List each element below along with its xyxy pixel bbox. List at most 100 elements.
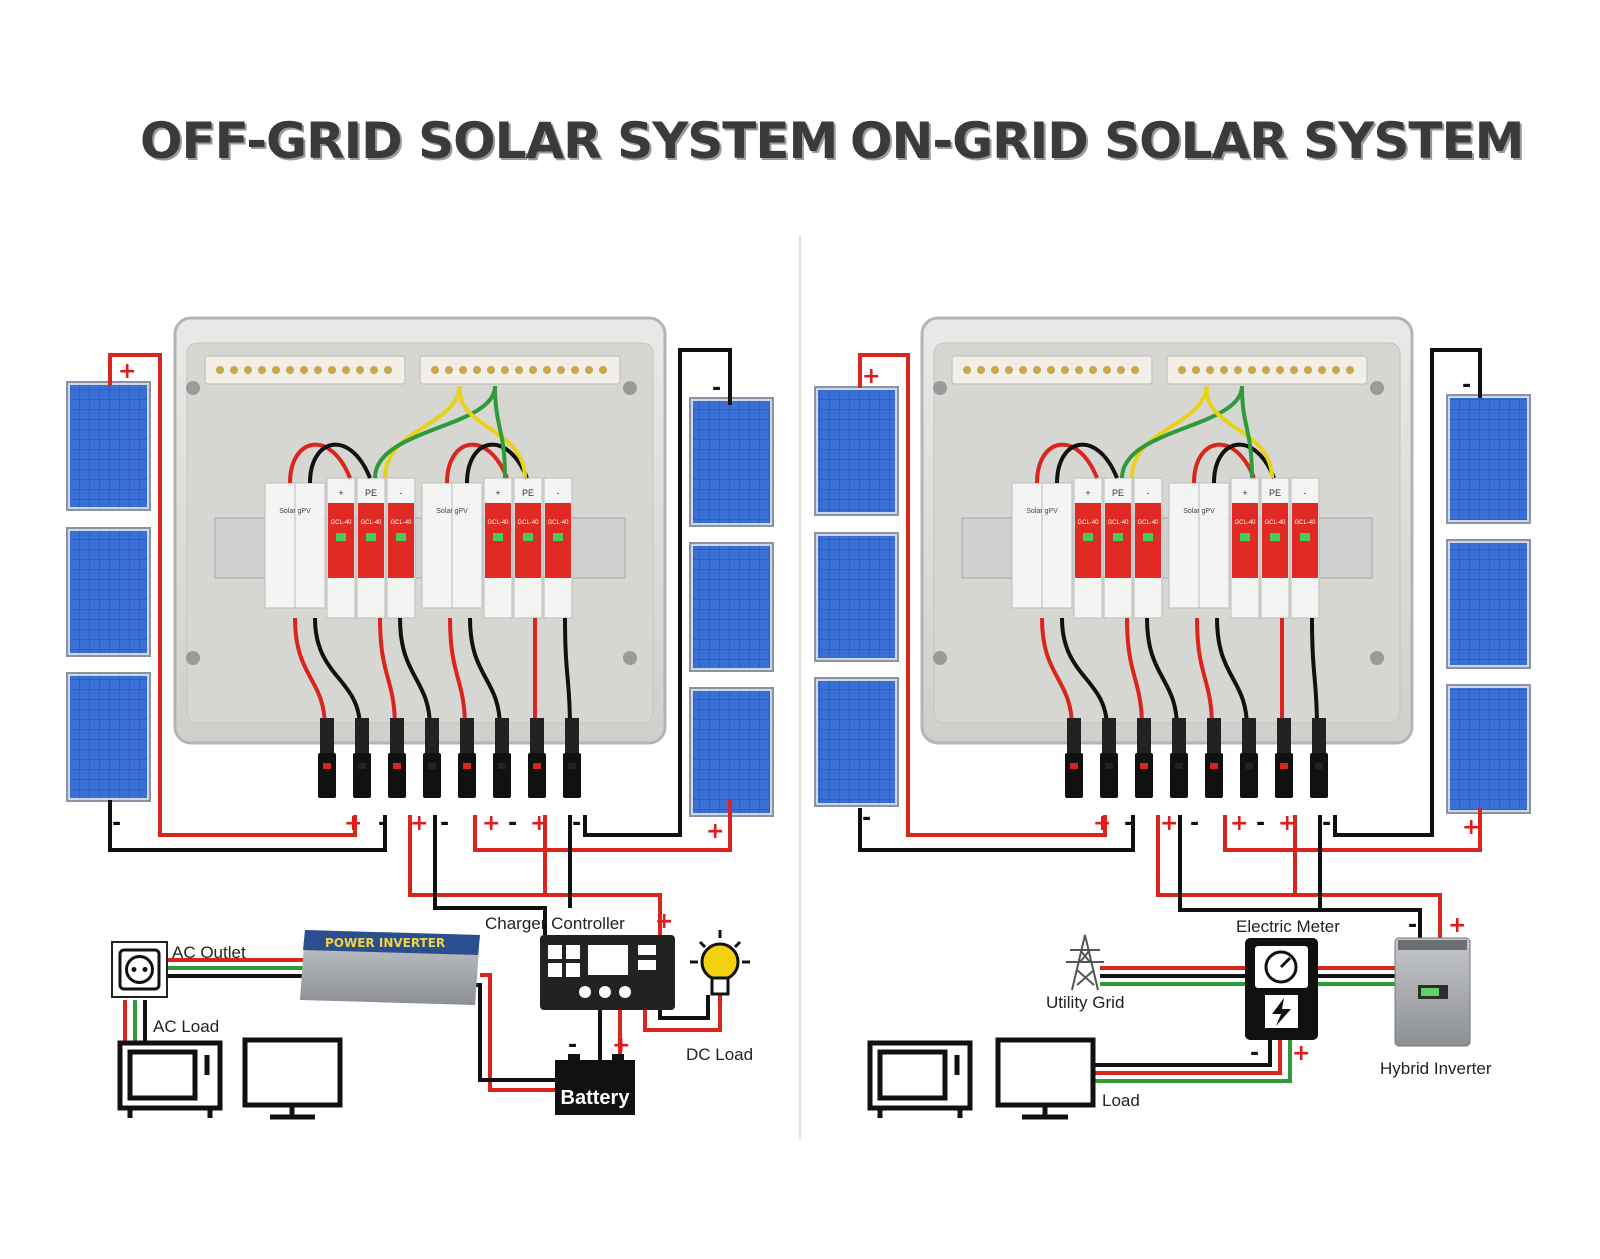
- svg-text:-: -: [440, 811, 449, 836]
- right-solar-panels: [1446, 394, 1531, 814]
- off-grid-title: OFF-GRID SOLAR SYSTEM: [140, 112, 838, 170]
- svg-text:+: +: [482, 811, 500, 836]
- hybrid-inverter-icon: [1394, 937, 1471, 1047]
- internal-wires: [1035, 385, 1319, 729]
- svg-text:-: -: [1124, 811, 1133, 836]
- mc4-connector: [1205, 718, 1223, 798]
- ac-outlet-icon: [111, 941, 168, 998]
- svg-text:+: +: [338, 488, 343, 498]
- svg-text:-: -: [400, 488, 403, 498]
- electric-meter-label: Electric Meter: [1236, 917, 1340, 936]
- svg-text:-: -: [572, 811, 581, 836]
- svg-text:-: -: [1256, 811, 1265, 836]
- svg-text:+: +: [1242, 488, 1247, 498]
- dc-breaker: Solar gPV: [264, 482, 326, 609]
- dc-load-label: DC Load: [686, 1045, 753, 1064]
- svg-text:+: +: [1278, 811, 1296, 836]
- svg-text:GCL-40: GCL-40: [360, 520, 382, 526]
- svg-text:PE: PE: [1112, 488, 1124, 498]
- power-inverter: POWER INVERTER: [300, 930, 480, 1005]
- svg-text:-: -: [557, 488, 560, 498]
- mc4-connector: [1240, 718, 1258, 798]
- screw-icon: [933, 651, 947, 665]
- svg-text:-: -: [378, 811, 387, 836]
- svg-text:-: -: [1408, 913, 1417, 938]
- surge-protector: GCL-40+: [483, 477, 513, 619]
- svg-text:PE: PE: [522, 488, 534, 498]
- surge-protector: GCL-40 +: [1230, 477, 1260, 619]
- svg-text:-: -: [862, 806, 871, 831]
- left-solar-panels: [66, 381, 151, 802]
- svg-text:+: +: [1292, 1041, 1310, 1066]
- svg-text:GCL-40: GCL-40: [517, 520, 539, 526]
- screw-icon: [1370, 651, 1384, 665]
- mc4-connector: [353, 718, 371, 798]
- mc4-connector: [458, 718, 476, 798]
- svg-text:+: +: [1462, 815, 1480, 840]
- svg-text:-: -: [508, 811, 517, 836]
- mc4-connector: [423, 718, 441, 798]
- svg-text:-: -: [112, 811, 121, 836]
- terminal-bar: [1166, 355, 1368, 385]
- svg-text:+: +: [1093, 811, 1111, 836]
- surge-protector: GCL-40 PE: [1260, 477, 1290, 619]
- svg-text:GCL-40: GCL-40: [1264, 520, 1286, 526]
- svg-text:PE: PE: [1269, 488, 1281, 498]
- mc4-connector: [388, 718, 406, 798]
- mc4-connector: [563, 718, 581, 798]
- dc-breaker: Solar gPV: [421, 482, 483, 609]
- svg-text:GCL-40: GCL-40: [1234, 520, 1256, 526]
- solar-panel: [66, 527, 151, 657]
- svg-text:+: +: [410, 811, 428, 836]
- load-wires: [123, 958, 722, 1092]
- mc4-connector: [1170, 718, 1188, 798]
- ac-outlet-label: AC Outlet: [172, 943, 246, 962]
- mc4-connector: [1310, 718, 1328, 798]
- utility-grid-tower-icon: [1066, 934, 1104, 991]
- terminal-bar: [951, 355, 1153, 385]
- solar-panel: [689, 397, 774, 527]
- inverter-brand-label: POWER INVERTER: [325, 936, 445, 950]
- solar-panel: [1446, 684, 1531, 814]
- svg-text:+: +: [495, 488, 500, 498]
- svg-text:GCL-40: GCL-40: [1137, 520, 1159, 526]
- solar-panel: [66, 381, 151, 511]
- battery-label: Battery: [561, 1087, 631, 1109]
- hybrid-inverter-label: Hybrid Inverter: [1380, 1059, 1492, 1078]
- svg-text:GCL-40: GCL-40: [547, 520, 569, 526]
- surge-protector: GCL-40 PE: [513, 477, 543, 619]
- surge-protector: GCL-40-: [1133, 477, 1163, 619]
- solar-panel: [689, 687, 774, 817]
- svg-text:Solar gPV: Solar gPV: [1183, 508, 1215, 515]
- screw-icon: [623, 651, 637, 665]
- svg-text:GCL-40: GCL-40: [1077, 520, 1099, 526]
- solar-panel: [814, 386, 899, 516]
- svg-text:+: +: [118, 359, 136, 384]
- grid-wires: [1095, 966, 1395, 1083]
- dc-breaker: Solar gPV: [1011, 482, 1073, 609]
- combiner-box: Solar gPV GCL-40 + GCL-40 PE GCL-40- Solar gPV…: [920, 316, 1414, 798]
- solar-panel: [1446, 539, 1531, 669]
- terminal-bar: [419, 355, 621, 385]
- svg-text:+: +: [344, 811, 362, 836]
- load-label: Load: [1102, 1091, 1140, 1110]
- string-wires: [108, 348, 732, 940]
- solar-panel: [814, 532, 899, 662]
- svg-text:-: -: [1462, 373, 1471, 398]
- ac-load-label: AC Load: [153, 1017, 219, 1036]
- svg-text:+: +: [655, 909, 673, 934]
- svg-text:-: -: [1250, 1041, 1259, 1066]
- svg-text:+: +: [1448, 913, 1466, 938]
- svg-text:PE: PE: [365, 488, 377, 498]
- svg-text:+: +: [1230, 811, 1248, 836]
- svg-text:GCL-40: GCL-40: [330, 520, 352, 526]
- surge-protector: GCL-40-: [386, 477, 416, 619]
- surge-protector: GCL-40-: [1290, 477, 1320, 619]
- screw-icon: [186, 651, 200, 665]
- svg-text:-: -: [568, 1033, 577, 1058]
- svg-text:+: +: [706, 819, 724, 844]
- dc-breaker: Solar gPV: [1168, 482, 1230, 609]
- monitor-icon: [242, 1037, 343, 1120]
